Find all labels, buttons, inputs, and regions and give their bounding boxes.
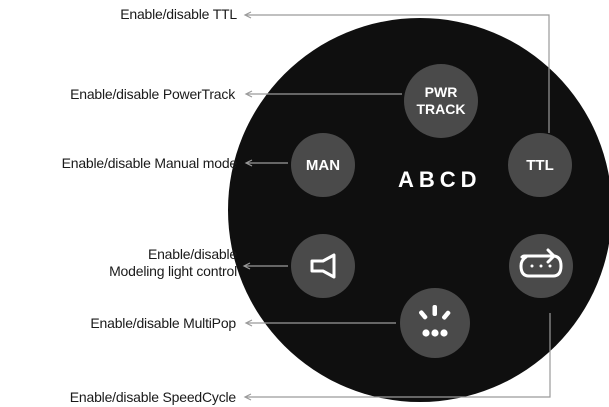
- ttl-button[interactable]: [508, 133, 572, 197]
- arrowhead-powertrack: [244, 90, 253, 98]
- man-button[interactable]: [291, 133, 355, 197]
- multipop-dots-icon: [419, 305, 451, 337]
- pwr-track-button-label: PWR TRACK: [406, 84, 476, 118]
- leader-lines: [242, 11, 551, 401]
- label-modeling-line1: Enable/disable: [147, 246, 237, 262]
- arrowhead-speedcycle: [243, 393, 252, 401]
- label-modeling-line2: Modeling light control: [109, 263, 237, 279]
- label-multipop: Enable/disable MultiPop: [90, 315, 236, 331]
- modeling-light-button[interactable]: [291, 234, 355, 298]
- pwr-label: PWR: [424, 84, 458, 100]
- dial-center-label: ABCD: [398, 167, 482, 192]
- track-label: TRACK: [416, 101, 466, 117]
- label-ttl: Enable/disable TTL: [120, 6, 237, 22]
- control-dial: [228, 18, 609, 402]
- modeling-light-icon: [310, 253, 336, 279]
- leader-line-ttl: [246, 14, 550, 133]
- label-powertrack: Enable/disable PowerTrack: [70, 86, 235, 102]
- man-button-label: MAN: [305, 157, 341, 174]
- arrowhead-manual: [244, 159, 253, 167]
- speedcycle-icon: [519, 248, 563, 278]
- label-manual: Enable/disable Manual mode: [61, 155, 238, 171]
- label-modeling: Enable/disable Modeling light control: [109, 246, 237, 280]
- arrowhead-ttl: [243, 11, 252, 19]
- multipop-button[interactable]: [400, 288, 470, 358]
- leader-line-speedcycle: [246, 313, 551, 398]
- pwr-track-button[interactable]: [404, 64, 478, 138]
- ttl-button-label: TTL: [526, 157, 554, 174]
- arrowhead-multipop: [244, 319, 253, 327]
- label-speedcycle: Enable/disable SpeedCycle: [69, 389, 236, 405]
- arrowhead-modeling: [242, 262, 251, 270]
